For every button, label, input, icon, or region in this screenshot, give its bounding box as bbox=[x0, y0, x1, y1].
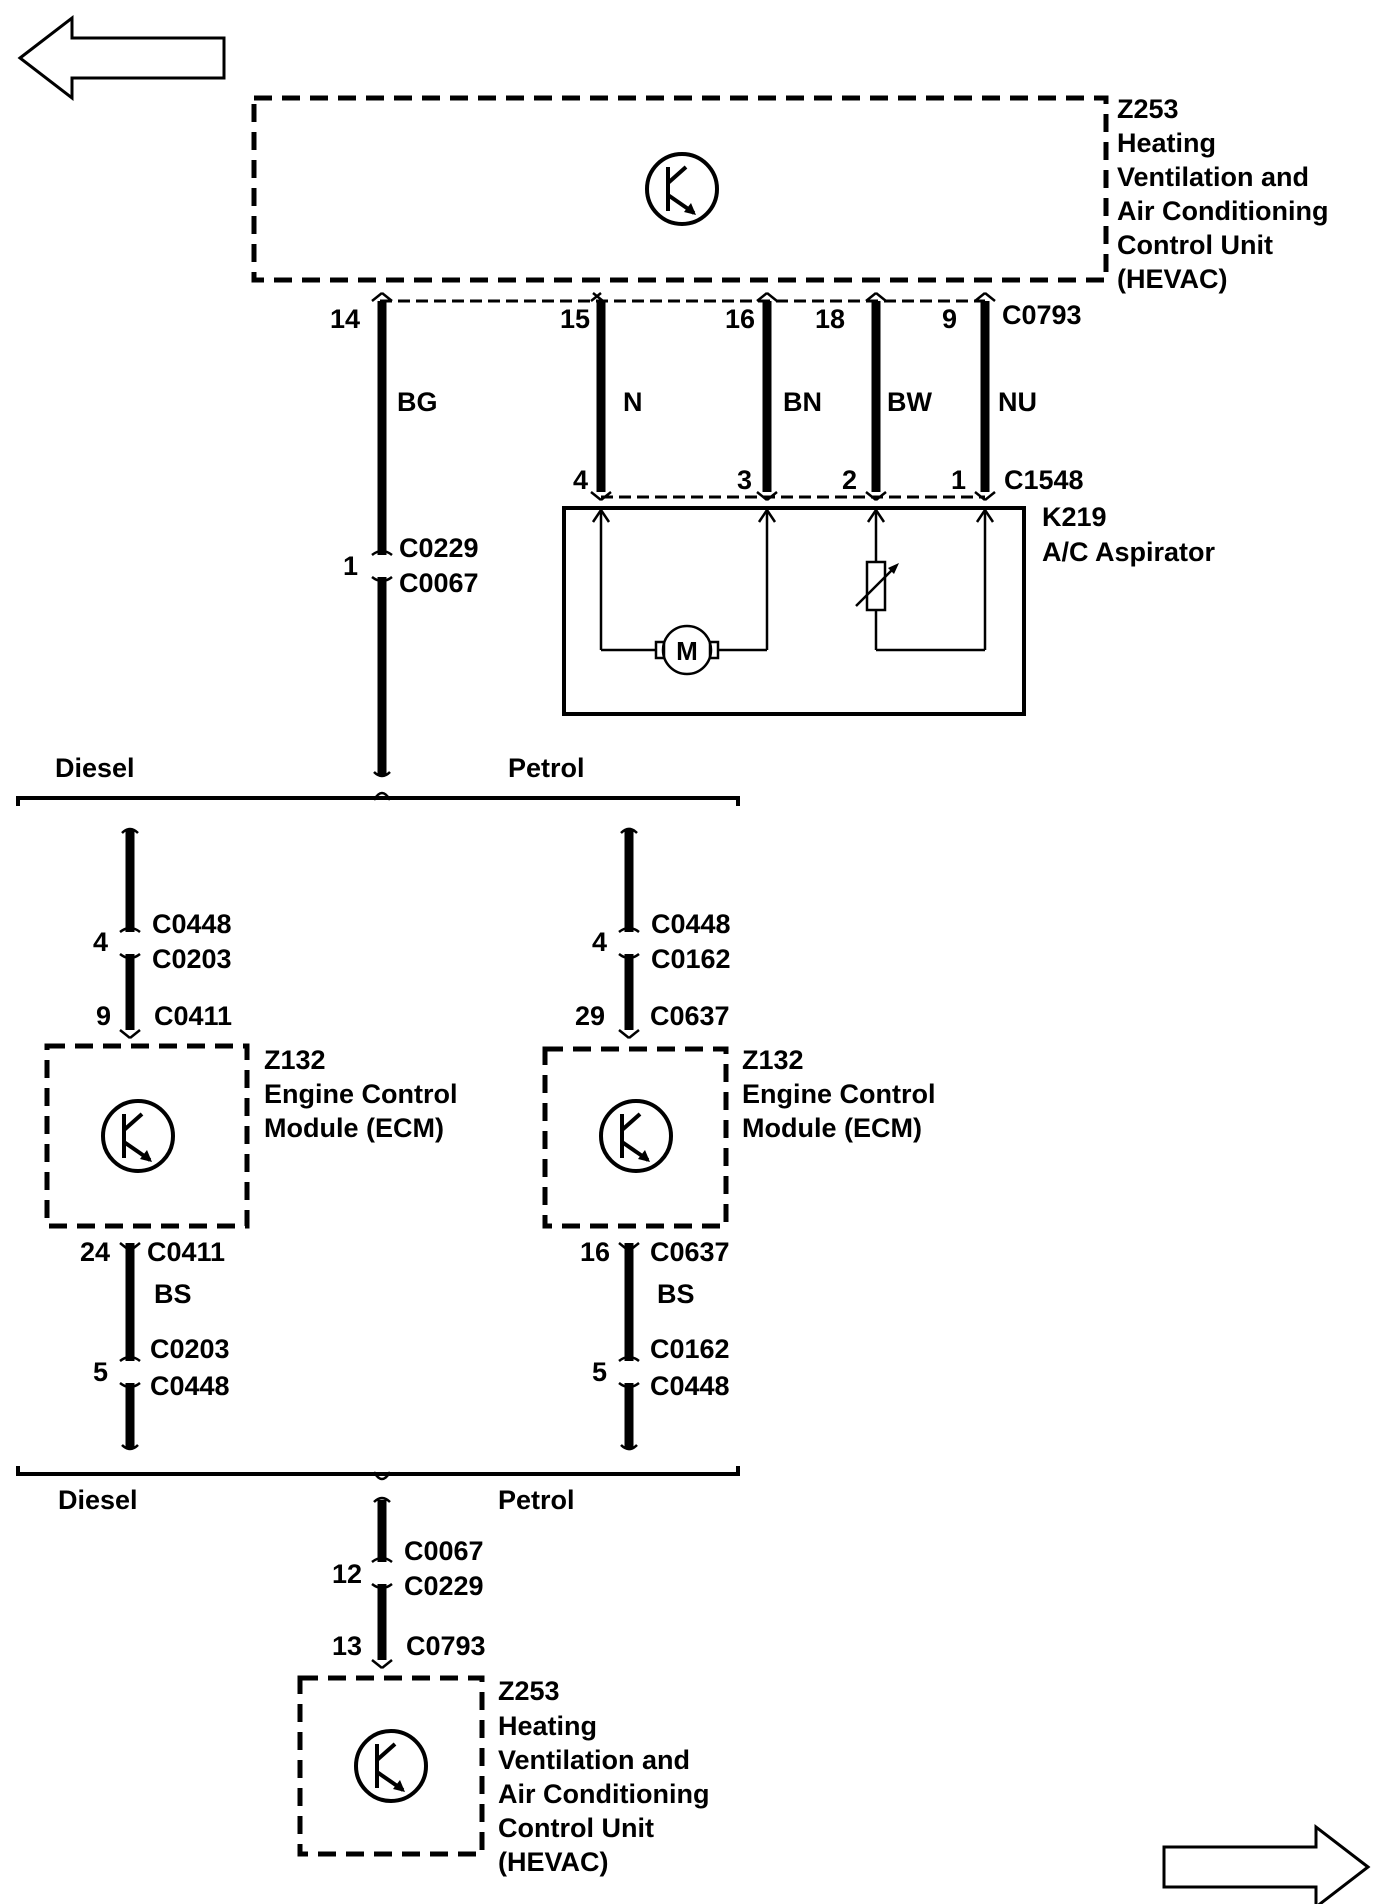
pin-label: 1 bbox=[951, 465, 966, 495]
pin-label: 4 bbox=[573, 465, 588, 495]
connector-label: C0637 bbox=[650, 1237, 730, 1267]
inline-connector-label: C0067 bbox=[399, 568, 479, 598]
split-bus-top bbox=[16, 791, 740, 806]
pin-label: 16 bbox=[725, 304, 755, 334]
wire-diesel-upper bbox=[119, 827, 141, 1039]
connector-label: C0411 bbox=[147, 1237, 225, 1267]
wire-petrol-lower bbox=[618, 1242, 640, 1451]
ecm-petrol-box bbox=[542, 1046, 729, 1229]
inline-connector-label: C0229 bbox=[404, 1571, 484, 1601]
inline-connector-label: C0448 bbox=[651, 909, 731, 939]
hevac-bottom-name-line: Air Conditioning bbox=[498, 1779, 709, 1809]
wire-color-nu: NU bbox=[998, 387, 1037, 417]
inline-connector-label: C0448 bbox=[152, 909, 232, 939]
pin-label: 24 bbox=[80, 1237, 110, 1267]
pin-label: 3 bbox=[737, 465, 752, 495]
hevac-bottom-box bbox=[297, 1675, 485, 1857]
split-bus-bottom bbox=[16, 1466, 740, 1481]
hevac-top-name-line: Control Unit bbox=[1117, 230, 1273, 260]
hevac-bottom-name-line: Ventilation and bbox=[498, 1745, 690, 1775]
variable-resistor-icon bbox=[855, 560, 899, 612]
connector-label: C0793 bbox=[406, 1631, 486, 1661]
hevac-bottom-name-line: (HEVAC) bbox=[498, 1847, 609, 1877]
motor-icon: M bbox=[654, 624, 720, 676]
wire-color-bn: BN bbox=[783, 387, 822, 417]
split-label-petrol-bottom: Petrol bbox=[498, 1485, 575, 1515]
split-label-diesel-top: Diesel bbox=[55, 753, 135, 783]
connector-c0793-label: C0793 bbox=[1002, 300, 1082, 330]
wire-petrol-upper bbox=[618, 827, 640, 1039]
ecm-diesel-name-line: Engine Control bbox=[264, 1079, 457, 1109]
ecm-diesel-box bbox=[44, 1043, 250, 1229]
next-page-arrow[interactable] bbox=[1162, 1823, 1371, 1904]
pin-label: 14 bbox=[330, 304, 360, 334]
wire-bw bbox=[865, 292, 887, 501]
split-label-diesel-bottom: Diesel bbox=[58, 1485, 138, 1515]
inline-connector-label: C0203 bbox=[150, 1334, 230, 1364]
inline-pin-label: 12 bbox=[332, 1559, 362, 1589]
ecm-petrol-id: Z132 bbox=[742, 1045, 804, 1075]
aspirator-motor-circuit bbox=[591, 507, 777, 652]
inline-connector-label: C0203 bbox=[152, 944, 232, 974]
pin-label: 13 bbox=[332, 1631, 362, 1661]
hevac-bottom-name-line: Control Unit bbox=[498, 1813, 654, 1843]
hevac-top-name-line: Heating bbox=[1117, 128, 1216, 158]
hevac-top-name-line: Air Conditioning bbox=[1117, 196, 1328, 226]
wire-n bbox=[590, 292, 612, 501]
inline-connector-label: C0229 bbox=[399, 533, 479, 563]
inline-connector-label: C0162 bbox=[651, 944, 731, 974]
wire-color-bw: BW bbox=[887, 387, 932, 417]
hevac-bottom-id: Z253 bbox=[498, 1676, 560, 1706]
hevac-top-transistor-icon bbox=[645, 152, 719, 226]
wire-color-bs-left: BS bbox=[154, 1279, 192, 1309]
pin-label: 2 bbox=[842, 465, 857, 495]
wire-bn bbox=[756, 292, 778, 501]
connector-label: C0637 bbox=[650, 1001, 730, 1031]
ecm-diesel-name-line: Module (ECM) bbox=[264, 1113, 444, 1143]
wire-bottom-to-hevac bbox=[371, 1496, 393, 1669]
connector-c1548-label: C1548 bbox=[1004, 465, 1084, 495]
inline-connector-label: C0448 bbox=[650, 1371, 730, 1401]
previous-page-arrow[interactable] bbox=[17, 14, 226, 102]
aspirator-box bbox=[562, 506, 1026, 716]
split-label-petrol-top: Petrol bbox=[508, 753, 585, 783]
inline-pin-label: 5 bbox=[93, 1357, 108, 1387]
motor-label: M bbox=[676, 636, 698, 666]
aspirator-name: A/C Aspirator bbox=[1042, 537, 1216, 567]
wire-diesel-lower bbox=[119, 1242, 141, 1451]
pin-label: 15 bbox=[560, 304, 590, 334]
aspirator-id: K219 bbox=[1042, 502, 1107, 532]
pin-label: 9 bbox=[942, 304, 957, 334]
inline-connector-label: C0067 bbox=[404, 1536, 484, 1566]
connector-label: C0411 bbox=[154, 1001, 232, 1031]
inline-connector-label: C0448 bbox=[150, 1371, 230, 1401]
wire-bg bbox=[371, 292, 393, 778]
ecm-diesel-id: Z132 bbox=[264, 1045, 326, 1075]
hevac-top-id: Z253 bbox=[1117, 94, 1179, 124]
pin-label: 16 bbox=[580, 1237, 610, 1267]
inline-pin-label: 4 bbox=[592, 927, 607, 957]
aspirator-sensor-circuit bbox=[866, 507, 995, 652]
wire-color-bg: BG bbox=[397, 387, 438, 417]
wire-color-n: N bbox=[623, 387, 643, 417]
pin-label: 18 bbox=[815, 304, 845, 334]
pin-label: 29 bbox=[575, 1001, 605, 1031]
hevac-bottom-name-line: Heating bbox=[498, 1711, 597, 1741]
ecm-diesel-transistor-icon bbox=[101, 1099, 175, 1173]
ecm-petrol-name-line: Engine Control bbox=[742, 1079, 935, 1109]
inline-pin-label: 4 bbox=[93, 927, 108, 957]
wire-nu bbox=[974, 292, 996, 501]
inline-connector-label: C0162 bbox=[650, 1334, 730, 1364]
hevac-top-name-line: Ventilation and bbox=[1117, 162, 1309, 192]
hevac-top-box bbox=[251, 95, 1109, 283]
inline-pin-label: 5 bbox=[592, 1357, 607, 1387]
pin-label: 9 bbox=[96, 1001, 111, 1031]
ecm-petrol-name-line: Module (ECM) bbox=[742, 1113, 922, 1143]
inline-pin-label: 1 bbox=[343, 551, 358, 581]
ecm-petrol-transistor-icon bbox=[599, 1099, 673, 1173]
hevac-top-name-line: (HEVAC) bbox=[1117, 264, 1228, 294]
hevac-bottom-transistor-icon bbox=[354, 1729, 428, 1803]
wire-color-bs-right: BS bbox=[657, 1279, 695, 1309]
